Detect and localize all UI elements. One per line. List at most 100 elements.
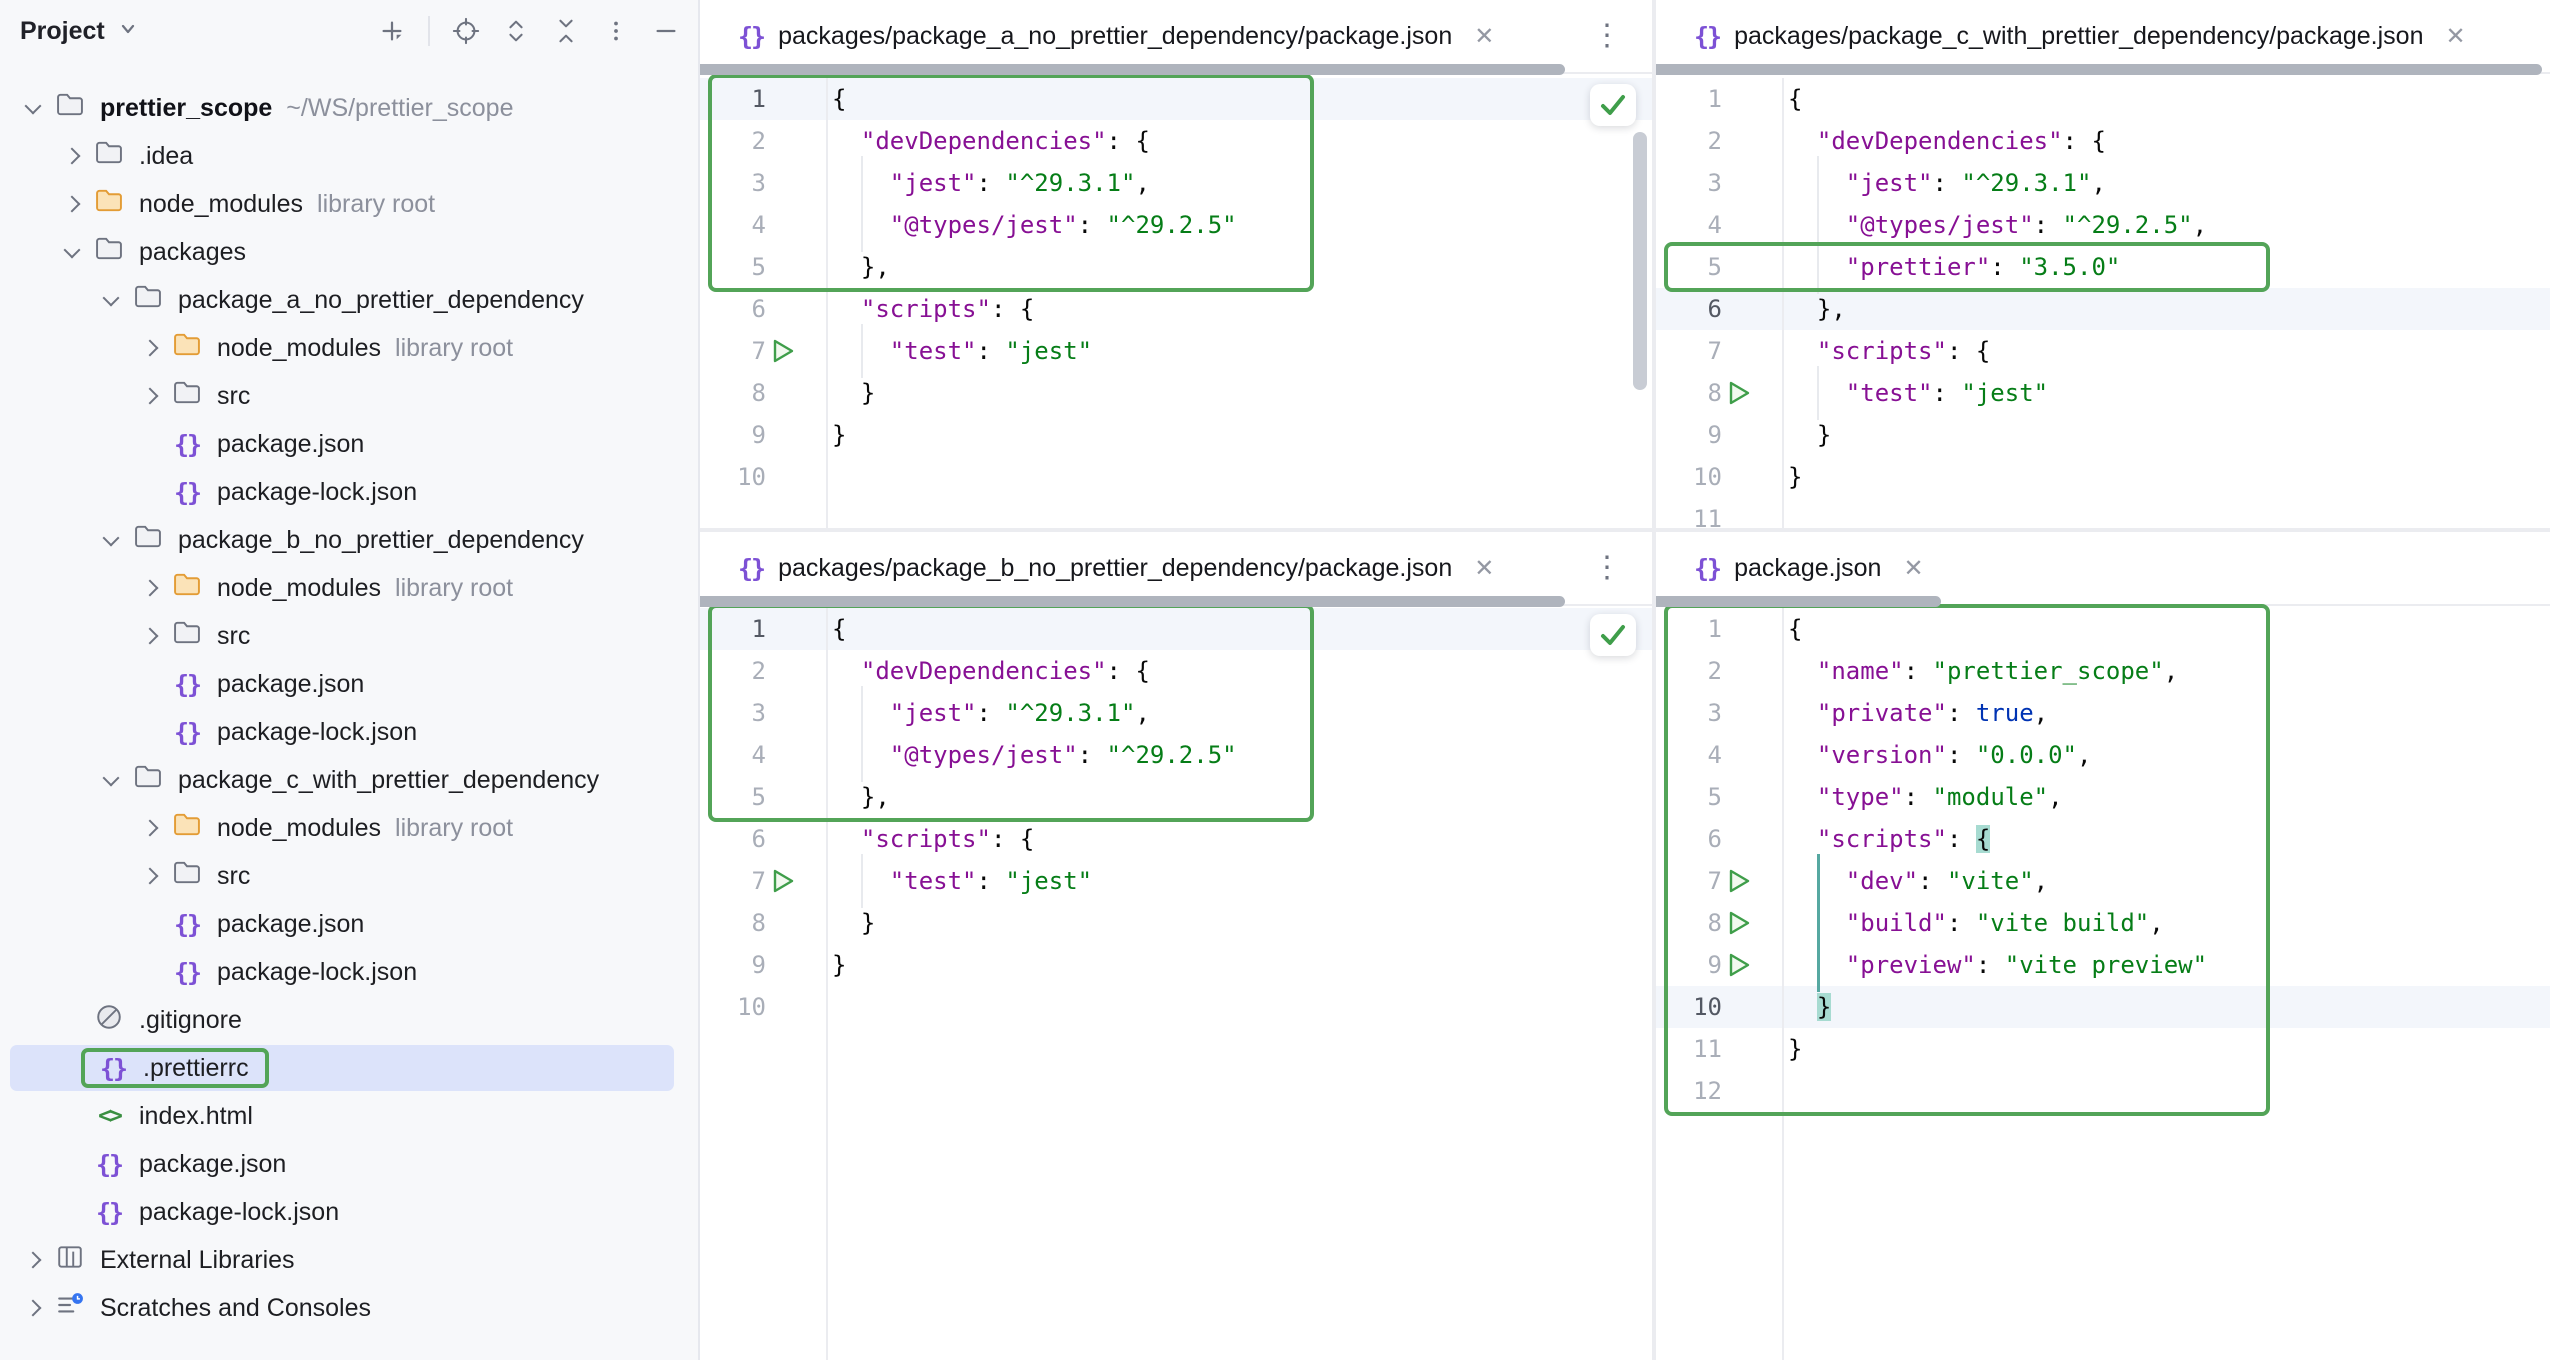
tree-item-package-json[interactable]: {}package.json <box>0 660 698 708</box>
code-line[interactable]: "private": true, <box>1816 699 2049 727</box>
code-line[interactable]: "jest": "^29.3.1", <box>1845 169 2106 197</box>
tab-scrollbar[interactable] <box>700 64 1565 75</box>
code-line[interactable]: "test": "jest" <box>889 337 1093 365</box>
inspections-ok-widget[interactable] <box>1590 614 1636 656</box>
editor-tab[interactable]: packages/package_c_with_prettier_depende… <box>1734 21 2424 50</box>
run-script-icon[interactable] <box>770 330 796 372</box>
expand-all-icon[interactable] <box>502 17 530 45</box>
code-line[interactable]: { <box>832 85 847 113</box>
inspections-ok-widget[interactable] <box>1590 84 1636 126</box>
code-line[interactable]: }, <box>1816 295 1846 323</box>
tree-item-src[interactable]: src <box>0 852 698 900</box>
tree-item--prettierrc[interactable]: {}.prettierrc <box>0 1044 698 1092</box>
chevron-right-icon[interactable] <box>135 813 165 843</box>
tree-item-package-json[interactable]: {}package.json <box>0 420 698 468</box>
tree-item-package-b-no-prettier-dependency[interactable]: package_b_no_prettier_dependency <box>0 516 698 564</box>
run-script-icon[interactable] <box>1726 860 1752 902</box>
chevron-down-icon[interactable] <box>117 18 139 45</box>
tree-item-external-libraries[interactable]: External Libraries <box>0 1236 698 1284</box>
tab-options-kebab-icon[interactable]: ⋮ <box>1592 551 1622 584</box>
code-editor[interactable]: 1{2 "devDependencies": {3 "jest": "^29.3… <box>700 78 1652 528</box>
hide-panel-icon[interactable] <box>652 17 680 45</box>
locate-icon[interactable] <box>452 17 480 45</box>
chevron-down-icon[interactable] <box>18 93 48 123</box>
tab-scrollbar[interactable] <box>1656 64 2542 75</box>
code-line[interactable]: "name": "prettier_scope", <box>1816 657 2179 685</box>
add-icon[interactable] <box>378 17 406 45</box>
code-line[interactable]: "devDependencies": { <box>860 127 1150 155</box>
code-editor[interactable]: 1{2 "devDependencies": {3 "jest": "^29.3… <box>1656 78 2550 528</box>
chevron-right-icon[interactable] <box>135 381 165 411</box>
editor-scrollbar-thumb[interactable] <box>1633 132 1647 390</box>
code-line[interactable]: "build": "vite build", <box>1845 909 2164 937</box>
tree-item--gitignore[interactable]: .gitignore <box>0 996 698 1044</box>
code-editor[interactable]: 1{2 "name": "prettier_scope",3 "private"… <box>1656 608 2550 1360</box>
code-line[interactable]: "@types/jest": "^29.2.5" <box>889 211 1237 239</box>
code-line[interactable]: "dev": "vite", <box>1845 867 2049 895</box>
tree-item-index-html[interactable]: <>index.html <box>0 1092 698 1140</box>
code-line[interactable]: "scripts": { <box>860 825 1035 853</box>
code-line[interactable]: "prettier": "3.5.0" <box>1845 253 2121 281</box>
tree-item-package-a-no-prettier-dependency[interactable]: package_a_no_prettier_dependency <box>0 276 698 324</box>
editor-tab[interactable]: packages/package_a_no_prettier_dependenc… <box>778 21 1453 50</box>
tree-item-src[interactable]: src <box>0 372 698 420</box>
code-line[interactable]: "scripts": { <box>1816 337 1991 365</box>
code-line[interactable]: } <box>1816 993 1832 1021</box>
code-line[interactable]: } <box>1816 421 1832 449</box>
code-line[interactable]: "jest": "^29.3.1", <box>889 169 1150 197</box>
tree-item-package-json[interactable]: {}package.json <box>0 1140 698 1188</box>
code-line[interactable]: "scripts": { <box>860 295 1035 323</box>
chevron-down-icon[interactable] <box>57 237 87 267</box>
code-line[interactable]: "@types/jest": "^29.2.5", <box>1845 211 2208 239</box>
code-line[interactable]: } <box>832 421 847 449</box>
collapse-all-icon[interactable] <box>552 17 580 45</box>
chevron-down-icon[interactable] <box>96 765 126 795</box>
code-line[interactable]: "@types/jest": "^29.2.5" <box>889 741 1237 769</box>
chevron-right-icon[interactable] <box>18 1245 48 1275</box>
chevron-right-icon[interactable] <box>57 189 87 219</box>
code-line[interactable]: "jest": "^29.3.1", <box>889 699 1150 727</box>
code-line[interactable]: "test": "jest" <box>1845 379 2049 407</box>
project-view-selector[interactable]: Project <box>20 16 105 45</box>
chevron-right-icon[interactable] <box>135 333 165 363</box>
chevron-right-icon[interactable] <box>135 861 165 891</box>
run-script-icon[interactable] <box>770 860 796 902</box>
tree-item-package-lock-json[interactable]: {}package-lock.json <box>0 468 698 516</box>
editor-tab[interactable]: package.json <box>1734 553 1882 582</box>
code-line[interactable]: "version": "0.0.0", <box>1816 741 2092 769</box>
tree-item-package-lock-json[interactable]: {}package-lock.json <box>0 1188 698 1236</box>
tree-item-src[interactable]: src <box>0 612 698 660</box>
chevron-right-icon[interactable] <box>18 1293 48 1323</box>
close-icon[interactable]: ✕ <box>1474 554 1495 582</box>
code-line[interactable]: { <box>832 615 847 643</box>
code-line[interactable]: } <box>860 379 876 407</box>
code-line[interactable]: }, <box>860 253 890 281</box>
code-line[interactable]: "scripts": { <box>1816 825 1991 853</box>
close-icon[interactable]: ✕ <box>1903 554 1924 582</box>
tab-scrollbar[interactable] <box>700 596 1565 607</box>
chevron-right-icon[interactable] <box>135 573 165 603</box>
tree-item-package-lock-json[interactable]: {}package-lock.json <box>0 708 698 756</box>
code-editor[interactable]: 1{2 "devDependencies": {3 "jest": "^29.3… <box>700 608 1652 1360</box>
code-line[interactable]: { <box>1788 615 1803 643</box>
tree-item--idea[interactable]: .idea <box>0 132 698 180</box>
editor-tab[interactable]: packages/package_b_no_prettier_dependenc… <box>778 553 1453 582</box>
chevron-down-icon[interactable] <box>96 525 126 555</box>
code-line[interactable]: "devDependencies": { <box>1816 127 2106 155</box>
tree-item-prettier-scope[interactable]: prettier_scope~/WS/prettier_scope <box>0 84 698 132</box>
tree-item-package-c-with-prettier-dependency[interactable]: package_c_with_prettier_dependency <box>0 756 698 804</box>
run-script-icon[interactable] <box>1726 944 1752 986</box>
code-line[interactable]: } <box>860 909 876 937</box>
chevron-down-icon[interactable] <box>96 285 126 315</box>
run-script-icon[interactable] <box>1726 902 1752 944</box>
close-icon[interactable]: ✕ <box>1474 22 1495 50</box>
code-line[interactable]: { <box>1788 85 1803 113</box>
tree-item-package-lock-json[interactable]: {}package-lock.json <box>0 948 698 996</box>
code-line[interactable]: } <box>1788 463 1803 491</box>
tree-item-package-json[interactable]: {}package.json <box>0 900 698 948</box>
code-line[interactable]: "type": "module", <box>1816 783 2063 811</box>
code-line[interactable]: } <box>832 951 847 979</box>
tab-scrollbar[interactable] <box>1656 596 1941 607</box>
